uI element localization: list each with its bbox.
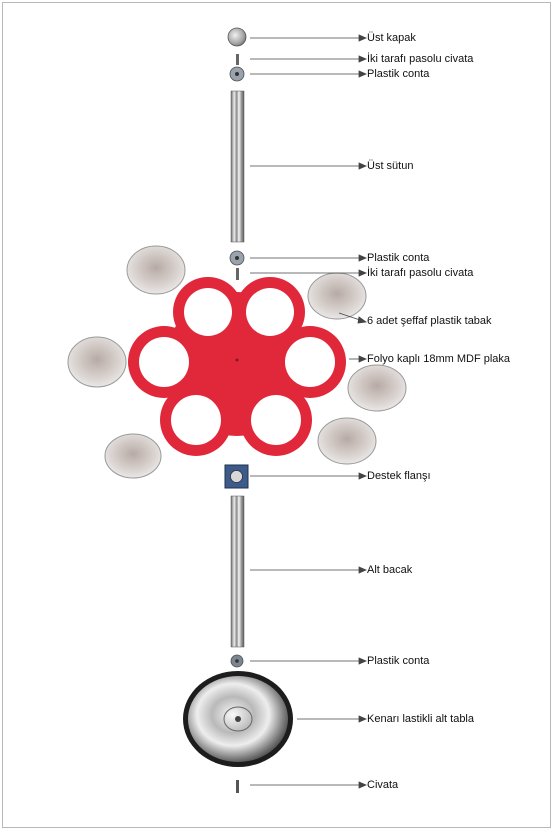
label-threaded-bolt-middle: İki tarafı pasolu civata bbox=[367, 267, 474, 279]
label-lower-leg: Alt bacak bbox=[367, 564, 413, 576]
label-gasket-middle: Plastik conta bbox=[367, 252, 430, 264]
rubber-edged-base bbox=[183, 671, 293, 767]
plastic-trays bbox=[67, 245, 407, 479]
lower-leg bbox=[230, 495, 245, 648]
label-upper-column: Üst sütun bbox=[367, 160, 414, 172]
top-cap bbox=[227, 27, 247, 47]
flange-hub bbox=[230, 470, 243, 483]
upper-column bbox=[230, 90, 245, 243]
tray bbox=[104, 433, 162, 479]
label-top-cap: Üst kapak bbox=[367, 32, 416, 44]
threaded-bolt-top bbox=[236, 54, 239, 65]
gasket-hole bbox=[235, 72, 239, 76]
threaded-bolt-middle bbox=[236, 268, 239, 280]
tray bbox=[307, 272, 367, 320]
tray bbox=[347, 364, 407, 412]
label-gasket-bottom: Plastik conta bbox=[367, 655, 430, 667]
leader-lines bbox=[250, 34, 368, 789]
label-bottom-bolt: Civata bbox=[367, 779, 399, 791]
bottom-bolt bbox=[236, 780, 239, 793]
label-base: Kenarı lastikli alt tabla bbox=[367, 713, 474, 725]
label-support-flange: Destek flanşı bbox=[367, 470, 431, 482]
label-mdf-plate: Folyo kaplı 18mm MDF plaka bbox=[367, 353, 511, 365]
tray bbox=[126, 245, 186, 295]
label-threaded-bolt-top: İki tarafı pasolu civata bbox=[367, 53, 474, 65]
tray bbox=[317, 417, 377, 465]
label-gasket-top: Plastik conta bbox=[367, 68, 430, 80]
label-plastic-trays: 6 adet şeffaf plastik tabak bbox=[367, 315, 492, 327]
gasket-hole bbox=[235, 256, 239, 260]
gasket-hole bbox=[235, 659, 239, 663]
mdf-plate bbox=[128, 277, 346, 456]
tray bbox=[67, 336, 127, 388]
